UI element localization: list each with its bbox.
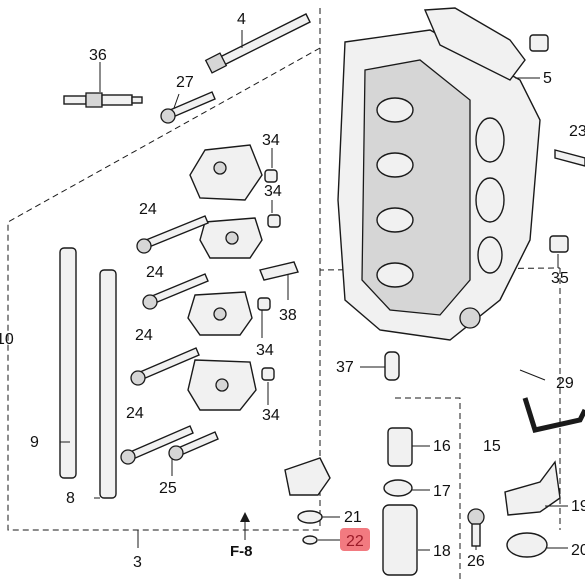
callout-26[interactable]: 26 bbox=[467, 553, 485, 570]
cap-20 bbox=[506, 532, 548, 558]
callout-38[interactable]: 38 bbox=[279, 307, 297, 324]
housing-18 bbox=[382, 504, 418, 576]
callout-16[interactable]: 16 bbox=[433, 438, 451, 455]
rocker-arm-bracket-2 bbox=[199, 217, 263, 259]
cap-34-c bbox=[257, 297, 271, 311]
bracket-19 bbox=[504, 460, 561, 516]
f8-arrow-icon bbox=[240, 512, 250, 540]
rocker-arm-bracket-3 bbox=[187, 291, 253, 336]
bolt-27 bbox=[160, 91, 216, 124]
callout-9[interactable]: 9 bbox=[30, 434, 39, 451]
callout-10[interactable]: 10 bbox=[0, 331, 14, 348]
o-ring-22 bbox=[302, 535, 318, 545]
callout-15[interactable]: 15 bbox=[483, 438, 501, 455]
callout-35[interactable]: 35 bbox=[551, 270, 569, 287]
highlight-box-22 bbox=[340, 528, 370, 551]
figure-reference-f8[interactable]: F-8 bbox=[230, 543, 253, 560]
rocker-shaft-8 bbox=[99, 269, 117, 499]
sleeve-part bbox=[529, 34, 549, 52]
head-bolt-4 bbox=[204, 13, 311, 74]
rocker-arm-bracket-1 bbox=[189, 144, 263, 201]
callout-37[interactable]: 37 bbox=[336, 359, 354, 376]
bolt-24-c bbox=[130, 347, 200, 386]
callout-3[interactable]: 3 bbox=[133, 554, 142, 571]
bolt-25 bbox=[168, 431, 219, 461]
callout-22[interactable]: 22 bbox=[346, 533, 364, 550]
bolt-26 bbox=[467, 508, 485, 547]
bolt-24-d bbox=[120, 425, 194, 465]
callout-19[interactable]: 19 bbox=[571, 498, 585, 515]
cap-34-d bbox=[261, 367, 275, 381]
cylinder-head bbox=[337, 7, 541, 341]
callout-34-b[interactable]: 34 bbox=[256, 342, 274, 359]
callout-24-c[interactable]: 24 bbox=[135, 327, 153, 344]
callout-34-d[interactable]: 34 bbox=[264, 183, 282, 200]
callout-27[interactable]: 27 bbox=[176, 74, 194, 91]
callout-36[interactable]: 36 bbox=[89, 47, 107, 64]
cover-fitting bbox=[284, 457, 331, 496]
callout-20[interactable]: 20 bbox=[571, 542, 585, 559]
cap-34-a bbox=[264, 169, 278, 183]
callout-25[interactable]: 25 bbox=[159, 480, 177, 497]
callout-21[interactable]: 21 bbox=[344, 509, 362, 526]
callout-17[interactable]: 17 bbox=[433, 483, 451, 500]
callout-5[interactable]: 5 bbox=[543, 70, 552, 87]
bolt-24-b bbox=[142, 273, 209, 310]
spark-plug-36 bbox=[63, 92, 143, 108]
pin-38 bbox=[259, 261, 299, 281]
callout-24-b[interactable]: 24 bbox=[146, 264, 164, 281]
o-ring-21 bbox=[297, 510, 323, 524]
thermostat-16 bbox=[387, 427, 413, 467]
callout-34-a[interactable]: 34 bbox=[262, 132, 280, 149]
rocker-shaft-9 bbox=[59, 247, 77, 479]
cap-35 bbox=[549, 235, 569, 253]
callout-24-a[interactable]: 24 bbox=[139, 201, 157, 218]
rocker-arm-bracket-4 bbox=[187, 359, 257, 411]
callout-4[interactable]: 4 bbox=[237, 11, 246, 28]
gasket-17 bbox=[383, 479, 413, 497]
callout-18[interactable]: 18 bbox=[433, 543, 451, 560]
bolt-24-a bbox=[136, 215, 209, 254]
callout-24-d[interactable]: 24 bbox=[126, 405, 144, 422]
bolt-23 bbox=[554, 149, 585, 167]
leader-lines bbox=[60, 30, 568, 551]
callout-8[interactable]: 8 bbox=[66, 490, 75, 507]
dowel-37 bbox=[384, 351, 400, 381]
hose-29 bbox=[519, 369, 585, 433]
callout-29[interactable]: 29 bbox=[556, 375, 574, 392]
callout-23[interactable]: 23 bbox=[569, 123, 585, 140]
callout-labels: 36 4 27 5 23 34 34 34 34 24 24 24 24 38 … bbox=[0, 11, 585, 571]
callout-34-c[interactable]: 34 bbox=[262, 407, 280, 424]
cap-34-b bbox=[267, 214, 281, 228]
